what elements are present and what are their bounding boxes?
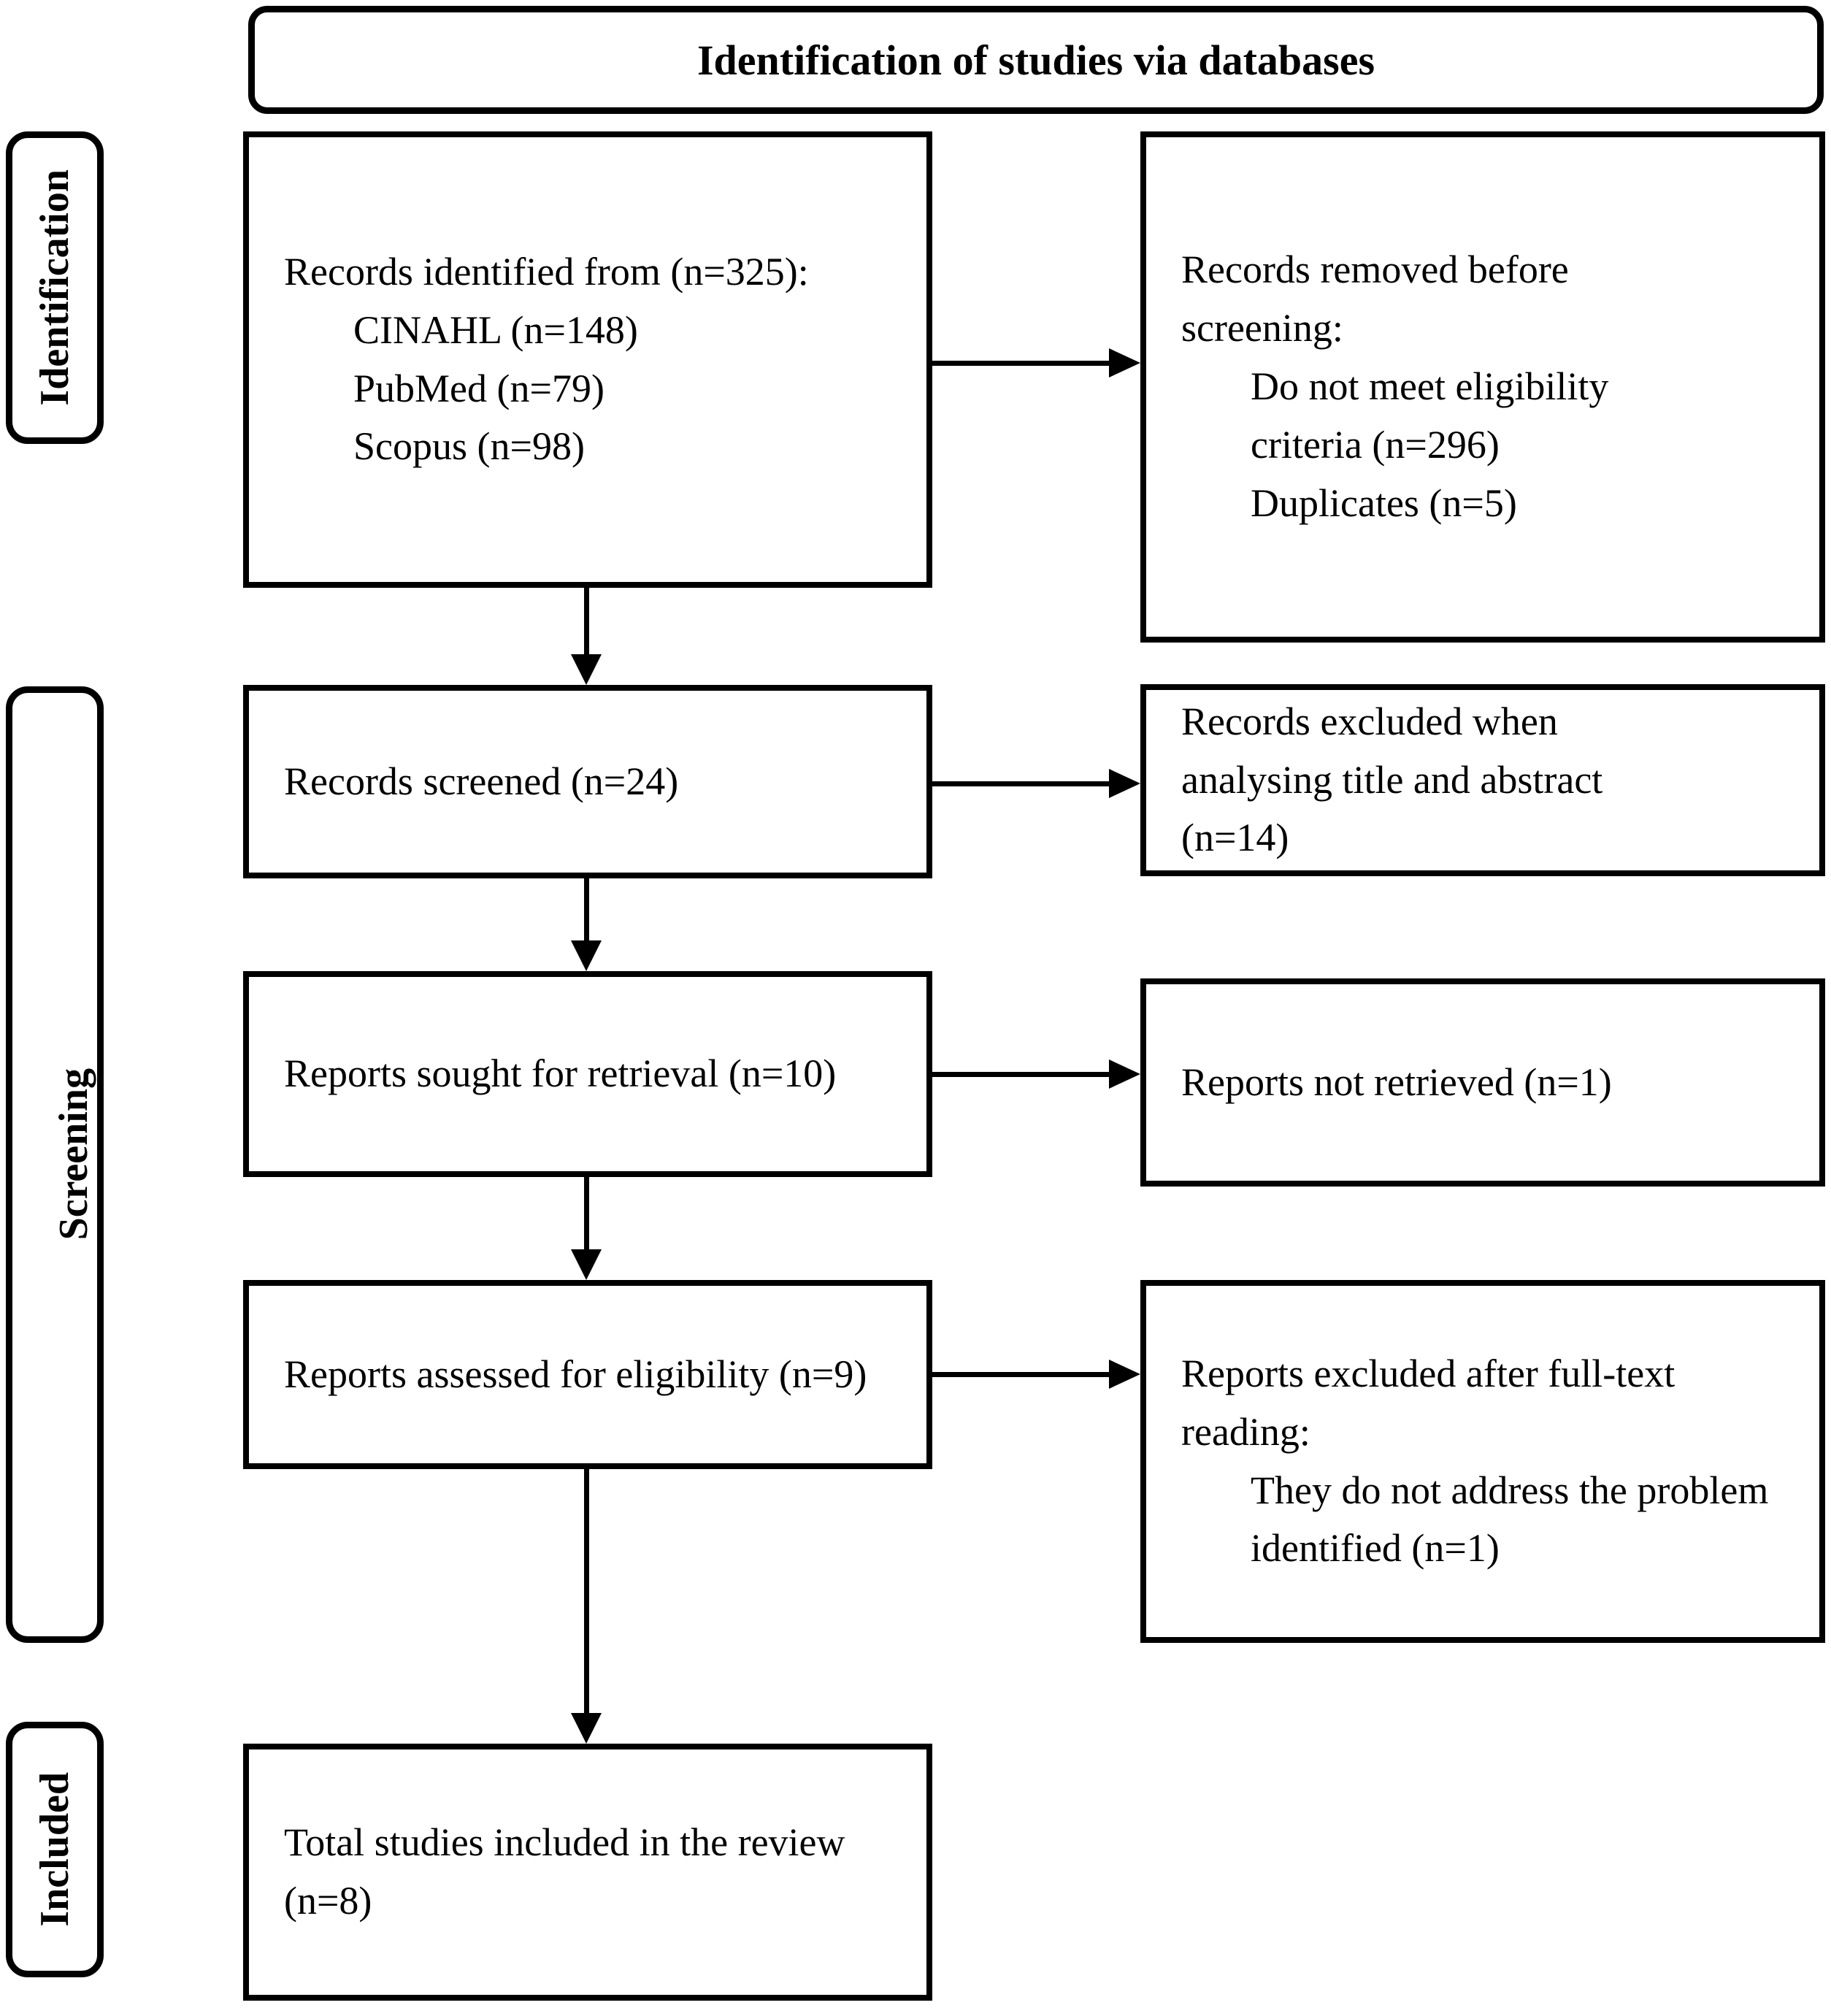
arrow-head-down-icon [571,654,602,685]
box-records-screened-text: Records screened (n=24) [249,753,678,811]
header-box: Identification of studies via databases [248,6,1824,114]
side-label-identification-text: Identification [32,169,77,406]
arrow-line-sought-to-notretrieved [932,1072,1110,1077]
text-line: Records excluded when analysing title an… [1181,699,1603,860]
box-records-screened: Records screened (n=24) [243,685,932,878]
text-line: CINAHL (n=148) [353,307,638,352]
box-reports-not-retrieved: Reports not retrieved (n=1) [1140,978,1825,1187]
side-label-screening: Screening [6,686,104,1643]
box-records-identified-text: Records identified from (n=325): CINAHL … [249,243,809,477]
arrow-line-screened-to-sought [584,878,589,943]
text-line: Reports sought for retrieval (n=10) [284,1051,837,1096]
arrow-head-right-icon [1109,348,1140,377]
text-line: Do not meet eligibility criteria (n=296) [1251,364,1609,467]
box-total-included: Total studies included in the review (n=… [243,1744,932,2001]
box-total-included-text: Total studies included in the review (n=… [249,1814,868,1931]
box-records-removed: Records removed before screening: Do not… [1140,131,1825,643]
side-label-included: Included [6,1722,104,1977]
box-reports-excluded-fulltext-text: Reports excluded after full-text reading… [1146,1345,1780,1579]
box-reports-excluded-fulltext: Reports excluded after full-text reading… [1140,1280,1825,1643]
box-records-removed-text: Records removed before screening: Do not… [1146,241,1692,533]
text-line: Total studies included in the review (n=… [284,1820,845,1923]
arrow-line-assessed-to-total [584,1469,589,1716]
arrow-head-down-icon [571,1713,602,1744]
side-label-identification: Identification [6,131,104,444]
arrow-head-right-icon [1109,1360,1140,1389]
text-line: PubMed (n=79) [353,366,604,410]
text-line: Records identified from (n=325): [284,249,809,294]
arrow-line-identified-to-screened [584,588,589,657]
box-records-identified: Records identified from (n=325): CINAHL … [243,131,932,588]
arrow-line-sought-to-assessed [584,1177,589,1252]
text-line: They do not address the problem identifi… [1251,1468,1769,1571]
text-line: Records removed before screening: [1181,248,1569,350]
arrow-head-right-icon [1109,1059,1140,1089]
side-label-screening-text: Screening [51,1068,96,1241]
box-records-excluded-title-abstract: Records excluded when analysing title an… [1140,684,1825,876]
arrow-head-right-icon [1109,769,1140,798]
box-reports-sought-text: Reports sought for retrieval (n=10) [249,1045,836,1103]
header-title: Identification of studies via databases [696,36,1375,84]
box-reports-assessed-text: Reports assessed for eligibility (n=9) [249,1346,867,1404]
box-reports-not-retrieved-text: Reports not retrieved (n=1) [1146,1054,1612,1112]
arrow-line-assessed-to-excluded [932,1372,1110,1377]
arrow-head-down-icon [571,940,602,971]
arrow-head-down-icon [571,1249,602,1280]
box-records-excluded-title-abstract-text: Records excluded when analysing title an… [1146,693,1707,868]
text-line: Records screened (n=24) [284,759,679,803]
box-reports-sought: Reports sought for retrieval (n=10) [243,971,932,1177]
text-line: Duplicates (n=5) [1251,480,1517,525]
text-line: Reports excluded after full-text reading… [1181,1351,1675,1454]
arrow-line-screened-to-excluded [932,781,1110,786]
text-line: Reports assessed for eligibility (n=9) [284,1352,867,1396]
text-line: Reports not retrieved (n=1) [1181,1059,1612,1104]
text-line: Scopus (n=98) [353,424,585,469]
side-label-included-text: Included [32,1772,77,1927]
box-reports-assessed: Reports assessed for eligibility (n=9) [243,1280,932,1469]
arrow-line-identified-to-removed [932,361,1110,366]
